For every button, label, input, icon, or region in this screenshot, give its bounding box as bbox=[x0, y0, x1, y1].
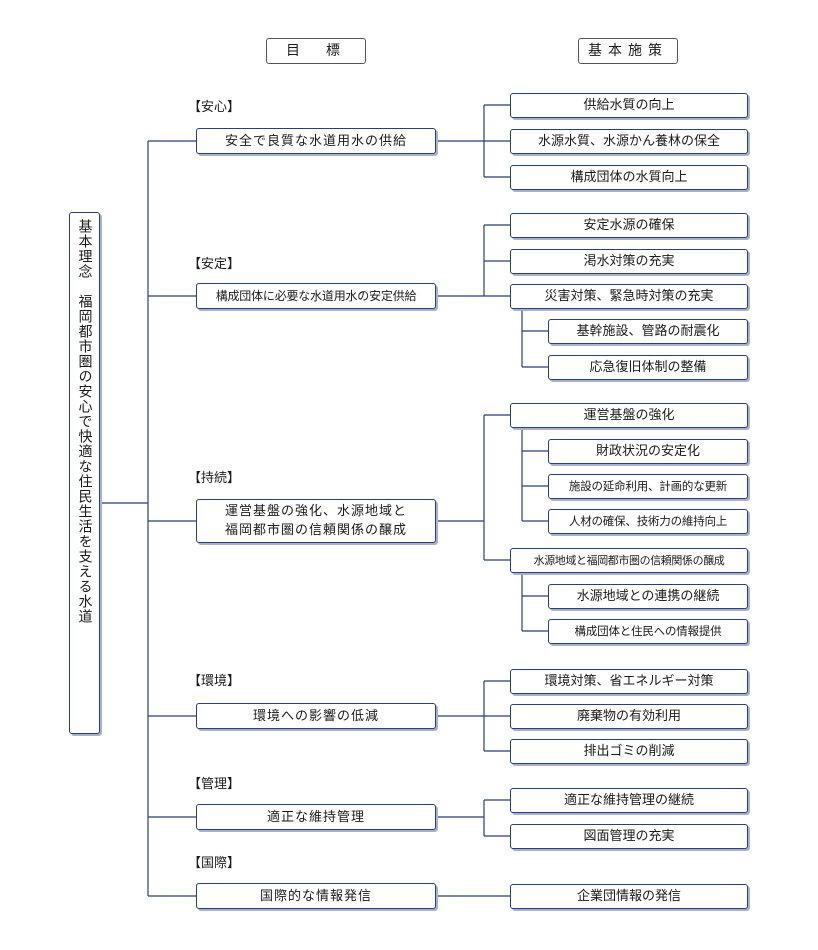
policy-information-dissemination: 企業団情報の発信 bbox=[510, 884, 748, 909]
policy-emergency-recovery: 応急復旧体制の整備 bbox=[548, 355, 748, 380]
policy-drawing-management: 図面管理の充実 bbox=[510, 824, 748, 849]
goal-jizoku-line1: 運営基盤の強化、水源地域と bbox=[224, 504, 407, 519]
policy-garbage-reduction: 排出ゴミの削減 bbox=[510, 739, 748, 764]
policy-stable-source: 安定水源の確保 bbox=[510, 213, 748, 238]
policy-energy-saving: 環境対策、省エネルギー対策 bbox=[510, 669, 748, 694]
policy-facility-renewal: 施設の延命利用、計画的な更新 bbox=[548, 474, 748, 499]
goal-antei: 構成団体に必要な水道用水の安定供給 bbox=[196, 283, 436, 309]
category-kokusai: 【国際】 bbox=[188, 856, 241, 871]
category-anshin: 【安心】 bbox=[188, 100, 241, 115]
policy-management-base: 運営基盤の強化 bbox=[510, 403, 748, 428]
category-antei: 【安定】 bbox=[188, 257, 241, 272]
goal-header: 目 標 bbox=[266, 38, 366, 64]
goal-anshin: 安全で良質な水道用水の供給 bbox=[196, 128, 436, 154]
policy-drought-measures: 渇水対策の充実 bbox=[510, 249, 748, 274]
policy-header: 基本施策 bbox=[578, 38, 678, 64]
policy-information-provision: 構成団体と住民への情報提供 bbox=[548, 619, 748, 644]
policy-financial-stability: 財政状況の安定化 bbox=[548, 439, 748, 464]
policy-maintenance-continuation: 適正な維持管理の継続 bbox=[510, 788, 748, 813]
policy-water-quality-supply: 供給水質の向上 bbox=[510, 93, 748, 118]
category-kanri: 【管理】 bbox=[188, 777, 241, 792]
policy-human-resources: 人材の確保、技術力の維持向上 bbox=[548, 509, 748, 534]
category-kankyo: 【環境】 bbox=[188, 674, 241, 689]
policy-waste-reuse: 廃棄物の有効利用 bbox=[510, 704, 748, 729]
policy-seismic: 基幹施設、管路の耐震化 bbox=[548, 319, 748, 344]
category-jizoku: 【持続】 bbox=[188, 471, 241, 486]
policy-source-cooperation: 水源地域との連携の継続 bbox=[548, 584, 748, 609]
policy-trust-relationship: 水源地域と福岡都市圏の信頼関係の醸成 bbox=[510, 548, 748, 573]
policy-source-conservation: 水源水質、水源かん養林の保全 bbox=[510, 129, 748, 154]
goal-jizoku-line2: 福岡都市圏の信頼関係の醸成 bbox=[224, 523, 407, 538]
basic-philosophy: 基本理念 福岡都市圏の安心で快適な住民生活を支える水道 bbox=[69, 212, 100, 734]
policy-member-water-quality: 構成団体の水質向上 bbox=[510, 165, 748, 190]
goal-jizoku: 運営基盤の強化、水源地域と 福岡都市圏の信頼関係の醸成 bbox=[196, 499, 436, 543]
policy-disaster-measures: 災害対策、緊急時対策の充実 bbox=[510, 284, 748, 309]
goal-kankyo: 環境への影響の低減 bbox=[196, 703, 436, 729]
goal-kokusai: 国際的な情報発信 bbox=[196, 883, 436, 909]
goal-kanri: 適正な維持管理 bbox=[196, 804, 436, 830]
